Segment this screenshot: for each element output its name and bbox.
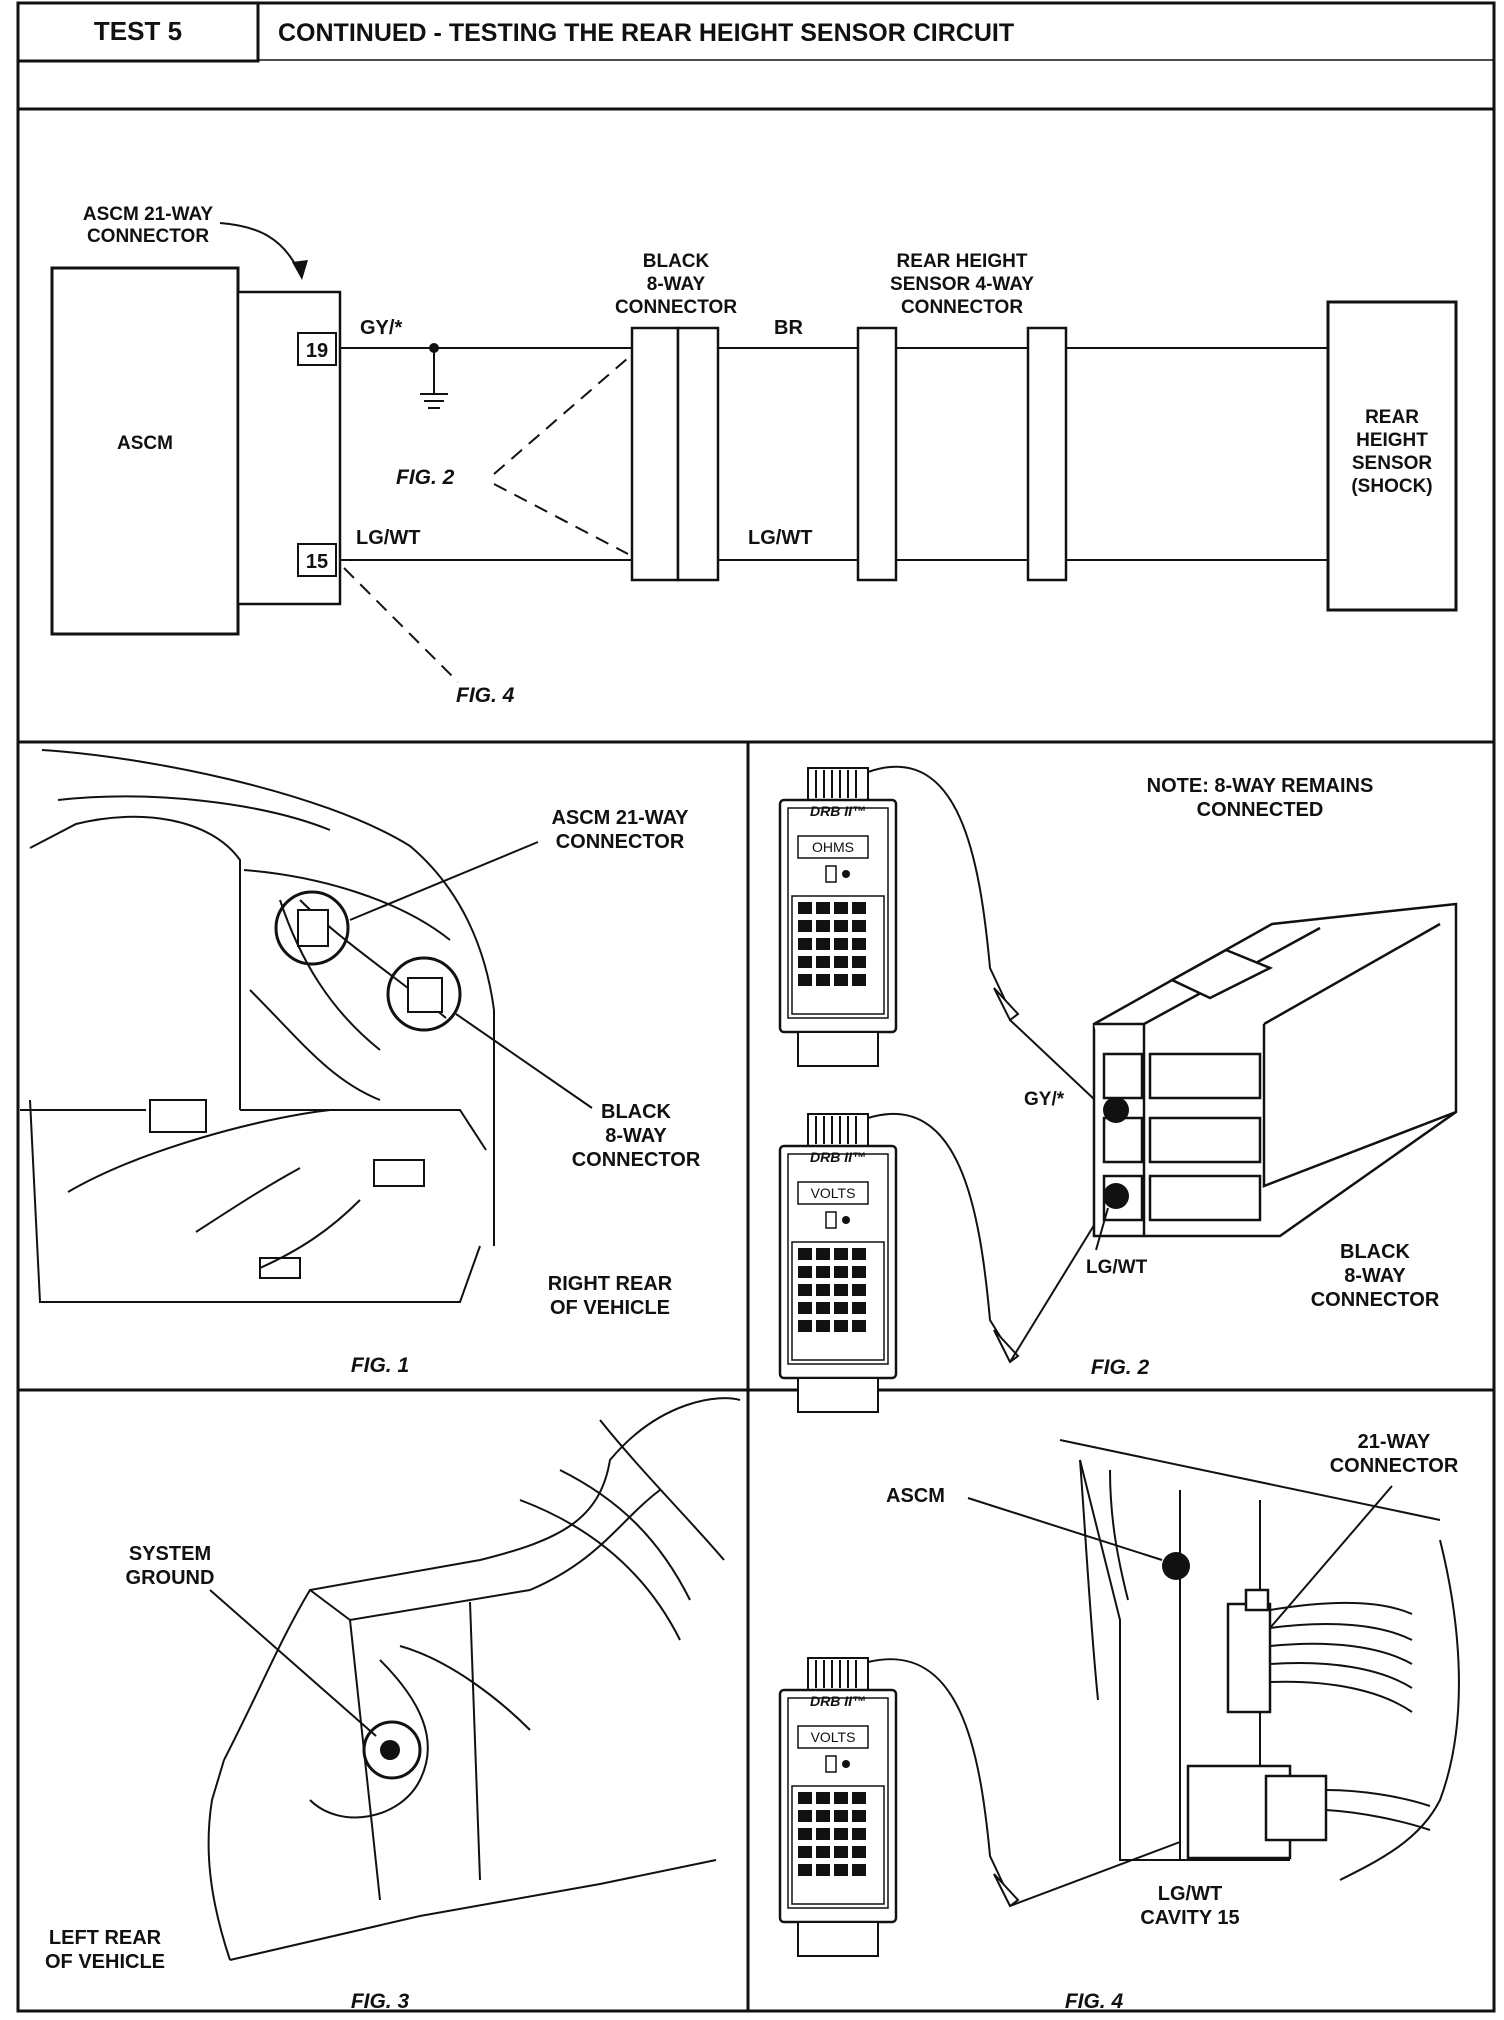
rear-height-sensor-label: REAR HEIGHT SENSOR (SHOCK) — [1351, 407, 1433, 497]
fig2-tester2-display: VOLTS — [810, 1185, 856, 1201]
fig2-gy-label: GY/* — [1024, 1089, 1065, 1110]
fig2-lgwt-label: LG/WT — [1086, 1257, 1148, 1278]
fig-3-caption: FIG. 3 — [350, 1990, 410, 2013]
fig-2-caption: FIG. 2 — [1090, 1356, 1150, 1379]
black-8-way-connector-label: BLACK 8-WAY CONNECTOR — [614, 251, 738, 318]
fig1-location-label: RIGHT REAR OF VEHICLE — [547, 1273, 673, 1319]
fig2-tester1-brand: DRB II™ — [810, 803, 866, 819]
fig-1-caption: FIG. 1 — [350, 1354, 410, 1377]
test-number: TEST 5 — [93, 16, 183, 46]
fig-4-reference: FIG. 4 — [456, 684, 515, 707]
fig1-ascm-connector-label: ASCM 21-WAY CONNECTOR — [551, 807, 689, 853]
fig-4-caption: FIG. 4 — [1064, 1990, 1124, 2013]
wire-gy-label: GY/* — [360, 317, 403, 339]
fig4-tester-brand: DRB II™ — [810, 1693, 866, 1709]
fig2-note: NOTE: 8-WAY REMAINS CONNECTED — [1146, 775, 1374, 821]
wire-lgwt-left-label: LG/WT — [356, 527, 421, 549]
fig4-tester-display: VOLTS — [810, 1729, 856, 1745]
fig3-location-label: LEFT REAR OF VEHICLE — [44, 1927, 165, 1973]
system-ground-label: SYSTEM GROUND — [125, 1543, 215, 1589]
fig-2-reference: FIG. 2 — [396, 466, 455, 489]
ascm-connector-label: ASCM 21-WAY CONNECTOR — [82, 204, 214, 247]
wire-lgwt-right-label: LG/WT — [748, 527, 813, 549]
pin-19: 19 — [297, 332, 337, 366]
fig1-black-connector-label: BLACK 8-WAY CONNECTOR — [571, 1101, 701, 1171]
ascm-module-label: ASCM — [117, 433, 173, 454]
fig2-tester2-brand: DRB II™ — [810, 1149, 866, 1165]
pin-15: 15 — [297, 543, 337, 577]
page-title: CONTINUED - TESTING THE REAR HEIGHT SENS… — [278, 19, 1015, 47]
wire-br-label: BR — [774, 317, 803, 339]
sensor-4-way-connector-label: REAR HEIGHT SENSOR 4-WAY CONNECTOR — [890, 251, 1034, 318]
fig2-tester1-display: OHMS — [812, 839, 854, 855]
fig2-connector-label: BLACK 8-WAY CONNECTOR — [1310, 1241, 1440, 1311]
fig4-cavity-label: LG/WT CAVITY 15 — [1140, 1883, 1240, 1929]
fig4-ascm-label: ASCM — [886, 1485, 945, 1507]
fig4-21-way-connector-label: 21-WAY CONNECTOR — [1329, 1431, 1459, 1477]
